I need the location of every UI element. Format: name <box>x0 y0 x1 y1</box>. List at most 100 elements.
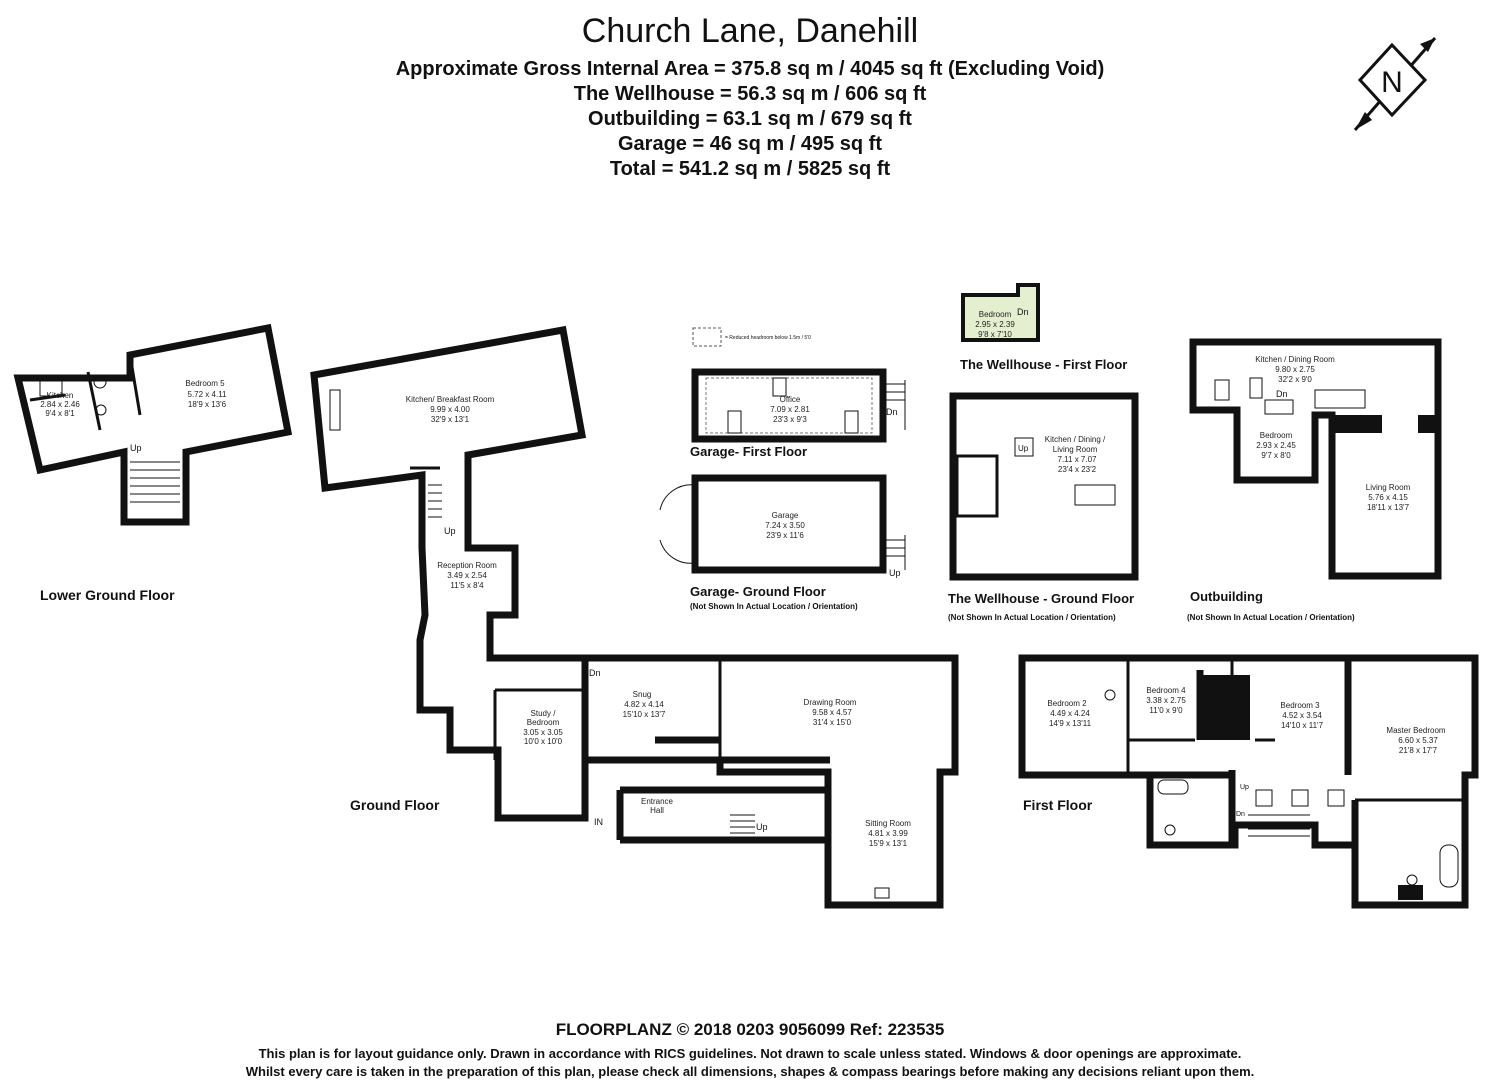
room-dim-bedroom4: 3.38 x 2.75 <box>1146 696 1186 705</box>
stairs-up-label-ff: Up <box>1240 784 1249 791</box>
room-dimft-kitchen-breakfast: 32'9 x 13'1 <box>431 415 470 424</box>
outbuilding-plan: Kitchen / Dining Room 9.80 x 2.75 32'2 x… <box>1187 338 1442 622</box>
stairs-up-label: Up <box>130 443 142 453</box>
floor-label-garage-first: Garage- First Floor <box>690 444 807 459</box>
area-line-gross: Approximate Gross Internal Area = 375.8 … <box>395 58 1105 80</box>
room-dim-reception: 3.49 x 2.54 <box>447 571 487 580</box>
room-dim-garage: 7.24 x 3.50 <box>765 521 805 530</box>
garage-location-note: (Not Shown In Actual Location / Orientat… <box>690 602 858 611</box>
stairs-dn-label: Dn <box>589 668 601 678</box>
stairs-up-label-wh: Up <box>1018 444 1029 453</box>
room-name-kitchen-breakfast: Kitchen/ Breakfast Room <box>406 395 495 404</box>
room-dimft-bedroom3: 14'10 x 11'7 <box>1281 721 1324 730</box>
room-name-bedroom3: Bedroom 3 <box>1280 701 1320 710</box>
room-name-garage: Garage <box>772 511 799 520</box>
room-name-lg-kitchen: Kitchen <box>47 391 74 400</box>
legend-text: = Reduced headroom below 1.5m / 5'0 <box>725 335 811 341</box>
room-dimft-wh-kitchen: 23'4 x 23'2 <box>1058 465 1097 474</box>
room-name-bedroom2: Bedroom 2 <box>1047 699 1087 708</box>
area-line-garage: Garage = 46 sq m / 495 sq ft <box>617 133 882 155</box>
floor-label-lower-ground: Lower Ground Floor <box>40 587 175 603</box>
reduced-headroom-swatch <box>692 327 722 347</box>
floor-label-first: First Floor <box>1023 797 1093 813</box>
compass-icon: N <box>1353 37 1437 131</box>
area-line-wellhouse: The Wellhouse = 56.3 sq m / 606 sq ft <box>573 83 927 105</box>
room-name-wh-kitchen-2: Living Room <box>1053 445 1098 454</box>
floor-label-outbuilding: Outbuilding <box>1190 589 1263 604</box>
footer-disclaimer-1: This plan is for layout guidance only. D… <box>258 1046 1242 1061</box>
compass-letter: N <box>1381 66 1403 99</box>
lower-ground-floor-plan: Kitchen 2.84 x 2.46 9'4 x 8'1 Bedroom 5 … <box>13 323 293 603</box>
area-line-total: Total = 541.2 sq m / 5825 sq ft <box>609 158 891 180</box>
stairs-dn-label-wh: Dn <box>1017 307 1029 317</box>
floor-label-wellhouse-first: The Wellhouse - First Floor <box>960 357 1127 372</box>
room-dimft-ob-kitchen: 32'2 x 9'0 <box>1278 375 1312 384</box>
stairs-dn-label-garage: Dn <box>886 407 898 417</box>
entrance-in-label: IN <box>594 817 603 827</box>
room-dimft-ob-bedroom: 9'7 x 8'0 <box>1261 451 1291 460</box>
room-dim-study: 3.05 x 3.05 <box>523 728 563 737</box>
stairs-up-label-3: Up <box>756 822 768 832</box>
room-dim-wh-kitchen: 7.11 x 7.07 <box>1058 455 1098 464</box>
room-name-study: Study / <box>531 709 557 718</box>
room-name-master: Master Bedroom <box>1386 726 1445 735</box>
room-name-ob-kitchen: Kitchen / Dining Room <box>1255 355 1335 364</box>
room-name-wh-kitchen: Kitchen / Dining / <box>1045 435 1106 444</box>
room-dim-ob-kitchen: 9.80 x 2.75 <box>1275 365 1315 374</box>
room-name-ob-living: Living Room <box>1366 483 1411 492</box>
wellhouse-location-note: (Not Shown In Actual Location / Orientat… <box>948 613 1116 622</box>
first-floor-plan: Up Dn Bedroom 2 4.49 x 4.24 14'9 x 13'11… <box>1018 654 1479 909</box>
room-dim-master: 6.60 x 5.37 <box>1398 736 1438 745</box>
floor-label-garage-ground: Garage- Ground Floor <box>690 584 826 599</box>
room-dimft-ob-living: 18'11 x 13'7 <box>1367 503 1410 512</box>
room-name-snug: Snug <box>633 690 652 699</box>
room-dim-bedroom2: 4.49 x 4.24 <box>1050 709 1090 718</box>
room-dim-kitchen-breakfast: 9.99 x 4.00 <box>430 405 470 414</box>
room-name-wh-bedroom: Bedroom <box>979 310 1012 319</box>
stairs-up-label-2: Up <box>444 526 456 536</box>
footer-company: FLOORPLANZ © 2018 0203 9056099 Ref: 2235… <box>555 1020 945 1039</box>
room-name-entrance: Entrance <box>641 797 674 806</box>
page-title: Church Lane, Danehill <box>581 12 919 50</box>
room-dimft-reception: 11'5 x 8'4 <box>450 581 484 590</box>
room-name-reception: Reception Room <box>437 561 497 570</box>
room-dimft-office: 23'3 x 9'3 <box>773 415 807 424</box>
room-dimft-bedroom5: 18'9 x 13'6 <box>188 400 227 409</box>
room-dimft-wh-bedroom: 9'8 x 7'10 <box>978 330 1012 339</box>
area-line-outbuilding: Outbuilding = 63.1 sq m / 679 sq ft <box>588 108 912 130</box>
room-dim-wh-bedroom: 2.95 x 2.39 <box>975 320 1015 329</box>
room-name-office: Office <box>780 395 801 404</box>
floor-label-ground: Ground Floor <box>350 797 440 813</box>
stairs-up-label-garage: Up <box>889 568 901 578</box>
room-dimft-bedroom2: 14'9 x 13'11 <box>1049 719 1092 728</box>
footer-disclaimer-2: Whilst every care is taken in the prepar… <box>245 1064 1255 1079</box>
room-dimft-snug: 15'10 x 13'7 <box>623 710 666 719</box>
room-dim-office: 7.09 x 2.81 <box>770 405 810 414</box>
room-dimft-master: 21'8 x 17'7 <box>1399 746 1438 755</box>
room-name-bedroom4: Bedroom 4 <box>1146 686 1186 695</box>
room-dimft-sitting: 15'9 x 13'1 <box>869 839 908 848</box>
room-dim-snug: 4.82 x 4.14 <box>624 700 664 709</box>
floor-label-wellhouse-ground: The Wellhouse - Ground Floor <box>948 591 1134 606</box>
room-dim-sitting: 4.81 x 3.99 <box>868 829 908 838</box>
room-dim-drawing: 9.58 x 4.57 <box>812 708 852 717</box>
room-dimft-drawing: 31'4 x 15'0 <box>813 718 852 727</box>
room-name-ob-bedroom: Bedroom <box>1260 431 1293 440</box>
room-name-study-2: Bedroom <box>527 718 560 727</box>
garage-plan: Office 7.09 x 2.81 23'3 x 9'3 Dn Garage-… <box>659 368 906 611</box>
room-name-bedroom5: Bedroom 5 <box>185 379 225 388</box>
room-name-drawing: Drawing Room <box>804 698 857 707</box>
room-name-entrance-2: Hall <box>650 806 664 815</box>
room-dim-ob-bedroom: 2.93 x 2.45 <box>1256 441 1296 450</box>
outbuilding-location-note: (Not Shown In Actual Location / Orientat… <box>1187 613 1355 622</box>
room-dim-lg-kitchen: 2.84 x 2.46 <box>40 400 80 409</box>
room-dimft-study: 10'0 x 10'0 <box>524 737 563 746</box>
wellhouse-plan: Bedroom 2.95 x 2.39 9'8 x 7'10 Dn The We… <box>948 283 1139 622</box>
room-name-sitting: Sitting Room <box>865 819 911 828</box>
stairs-dn-label-ob: Dn <box>1276 389 1288 399</box>
stairs-dn-label-ff: Dn <box>1236 811 1245 818</box>
room-dim-bedroom3: 4.52 x 3.54 <box>1282 711 1322 720</box>
room-dim-bedroom5: 5.72 x 4.11 <box>188 390 228 399</box>
room-dim-ob-living: 5.76 x 4.15 <box>1368 493 1408 502</box>
